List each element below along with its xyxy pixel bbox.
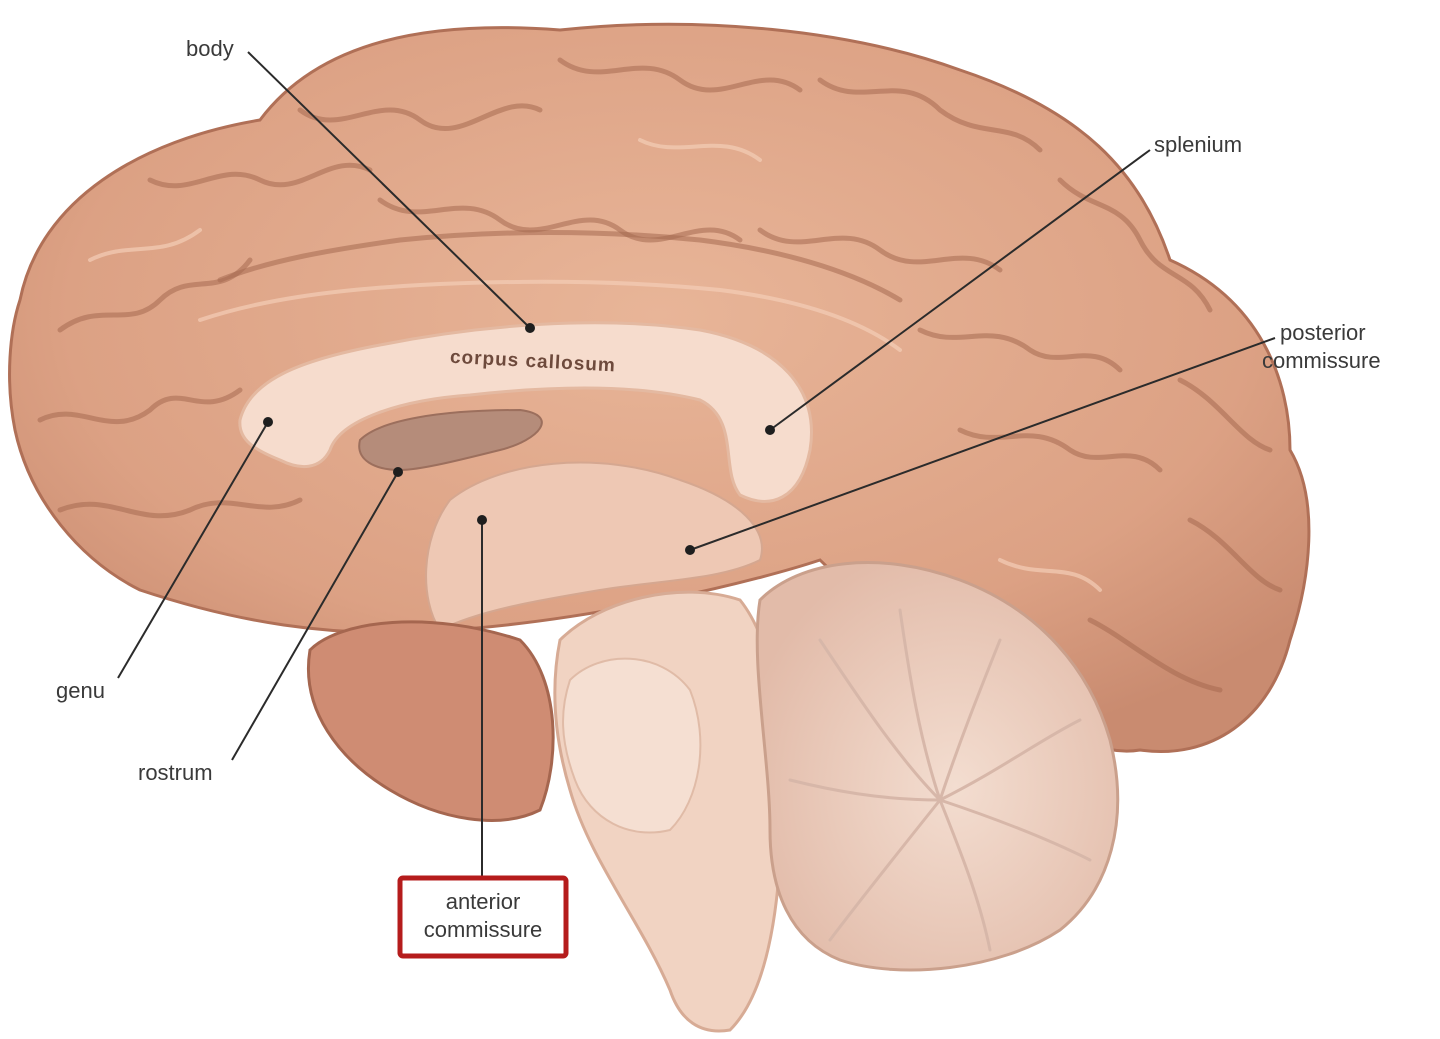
gyral-folds xyxy=(37,57,1283,693)
leader-dots xyxy=(263,323,775,555)
corpus-callosum xyxy=(238,321,813,503)
anterior-commissure-highlight-box xyxy=(397,875,569,959)
leader-genu xyxy=(117,421,269,679)
label-posterior-commissure-line1: posterior xyxy=(1280,320,1366,345)
cerebellum xyxy=(755,561,1120,972)
lateral-ventricle xyxy=(358,408,543,472)
leader-splenium xyxy=(769,149,1151,431)
cerebellar-folia xyxy=(788,608,1092,952)
label-genu: genu xyxy=(56,678,105,703)
label-splenium: splenium xyxy=(1154,132,1242,157)
pons xyxy=(562,657,702,834)
leader-posterior-commissure xyxy=(689,337,1276,551)
leader-rostrum xyxy=(231,471,399,761)
label-body: body xyxy=(186,36,234,61)
leader-body xyxy=(247,51,531,329)
label-posterior-commissure-line2: commissure xyxy=(1262,348,1381,373)
label-rostrum: rostrum xyxy=(138,760,213,785)
leader-lines xyxy=(117,51,1276,880)
label-anterior-commissure-line1: anterior xyxy=(446,889,521,914)
label-anterior-commissure-line2: commissure xyxy=(424,917,543,942)
temporal-region xyxy=(307,620,555,822)
